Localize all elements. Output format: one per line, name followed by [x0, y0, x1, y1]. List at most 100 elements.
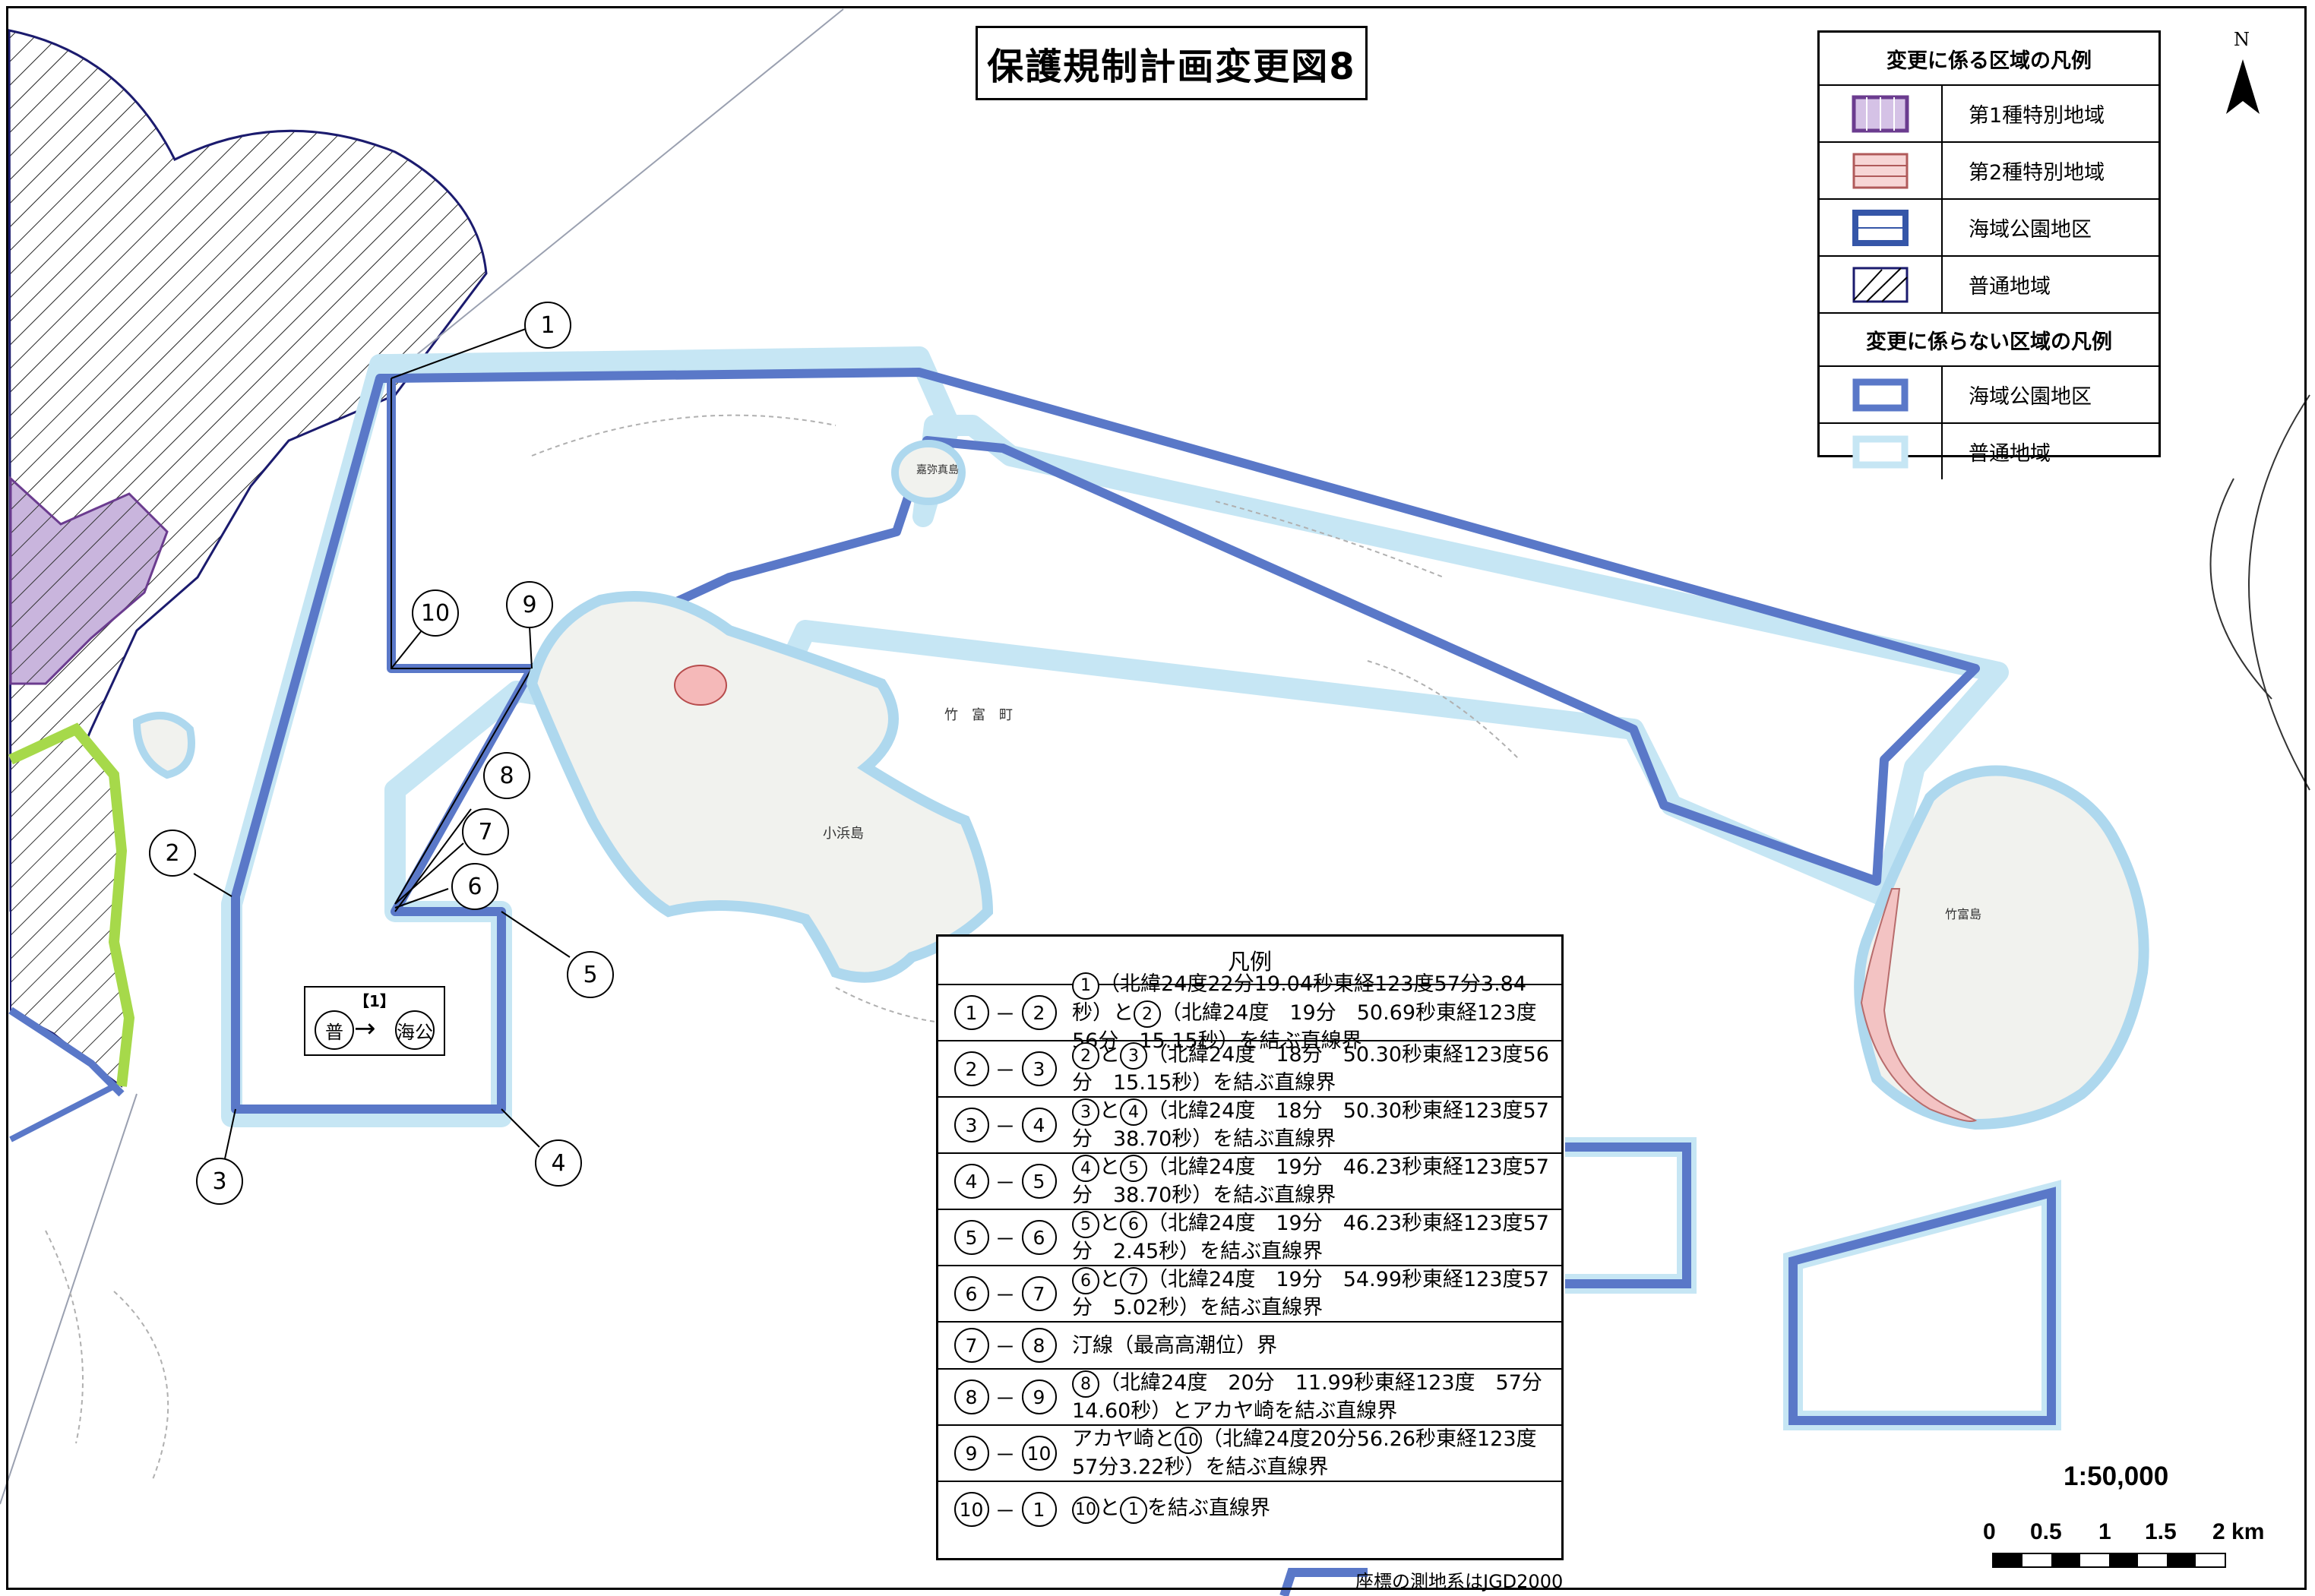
description-text: （北緯24度 19分 50.69秒東経123度56分 15.15秒）を結ぶ直線界 [1072, 1000, 1537, 1054]
west-land [8, 29, 488, 1142]
pond-area [674, 665, 727, 706]
taketomi-island [1854, 765, 2149, 1130]
change-to: 海公 [395, 1010, 435, 1050]
pair-to: 1 [1021, 1492, 1057, 1527]
blue-outline-icon [1852, 378, 1909, 411]
pair-to: 5 [1021, 1164, 1057, 1199]
pair-dash: － [995, 1500, 1016, 1524]
pair-from: 10 [954, 1492, 989, 1527]
pair-from: 3 [954, 1108, 989, 1142]
pair-dash: － [995, 1335, 1016, 1360]
inline-point-marker: 8 [1072, 1370, 1099, 1398]
legend-label-ordinary: 普通地域 [1969, 275, 2051, 299]
scale-tick-1: 0.5 [2030, 1519, 2062, 1544]
marker-5: 5 [567, 951, 614, 998]
pair-to: 2 [1021, 995, 1057, 1030]
marker-8: 8 [483, 752, 530, 799]
description-text: アカヤ崎と [1072, 1427, 1175, 1451]
pair-dash: － [995, 1171, 1016, 1196]
boundary-description: 汀線（最高高潮位）界 [1072, 1332, 1561, 1359]
inline-point-marker: 7 [1120, 1267, 1147, 1295]
inline-point-marker: 3 [1120, 1042, 1147, 1070]
pair-from: 8 [954, 1380, 989, 1414]
description-text: を結ぶ直線界 [1147, 1496, 1270, 1521]
inline-point-marker: 4 [1072, 1155, 1099, 1183]
place-kayama: 嘉弥真島 [916, 464, 959, 476]
pair-dash: － [995, 1443, 1016, 1468]
legend-changed-heading: 変更に係る区域の凡例 [1820, 33, 2158, 86]
legend-label-class2: 第2種特別地域 [1969, 161, 2105, 185]
north-label: N [2234, 29, 2250, 50]
scale-bar [1992, 1553, 2226, 1568]
north-arrow: N [2219, 29, 2272, 120]
pair-from: 4 [954, 1164, 989, 1199]
boundary-legend-heading: 凡例 [938, 937, 1561, 985]
legend-row-class1: 第1種特別地域 [1820, 86, 2158, 143]
pair-dash: － [995, 1115, 1016, 1139]
boundary-pair: 2－3 [938, 1051, 1072, 1086]
map-title: 保護規制計画変更図8 [976, 26, 1368, 100]
arrow-right-icon: → [354, 1013, 376, 1044]
pair-to: 3 [1021, 1051, 1057, 1086]
inline-point-marker: 2 [1072, 1042, 1099, 1070]
legend-row-ordinary-unchanged: 普通地域 [1820, 424, 2158, 479]
description-text: （北緯24度 18分 50.30秒東経123度56分 15.15秒）を結ぶ直線界 [1072, 1042, 1549, 1095]
pair-dash: － [995, 1059, 1016, 1083]
legend-label-marine-park: 海域公園地区 [1969, 218, 2092, 242]
blue-outline-hatch-icon [1852, 209, 1909, 246]
pair-to: 10 [1021, 1436, 1057, 1471]
marker-6: 6 [451, 863, 498, 910]
inline-point-marker: 1 [1072, 972, 1099, 1000]
inline-point-marker: 2 [1134, 1000, 1161, 1028]
description-text: 汀線（最高高潮位）界 [1072, 1333, 1277, 1357]
boundary-pair: 6－7 [938, 1276, 1072, 1311]
legend-unchanged-heading: 変更に係らない区域の凡例 [1820, 314, 2158, 367]
description-text: （北緯24度 19分 46.23秒東経123度57分 38.70秒）を結ぶ直線界 [1072, 1155, 1549, 1208]
pair-from: 2 [954, 1051, 989, 1086]
boundary-pair: 3－4 [938, 1108, 1072, 1142]
description-text: と [1099, 1155, 1120, 1179]
scale-tick-3: 1.5 [2145, 1519, 2177, 1544]
marker-1: 1 [524, 302, 571, 349]
kohama-island [526, 591, 994, 983]
pair-to: 8 [1021, 1328, 1057, 1363]
description-text: （北緯24度 20分 11.99秒東経123度 57分14.60秒）とアカヤ崎を… [1072, 1370, 1542, 1424]
description-text: （北緯24度22分19.04秒東経123度57分3.84秒）と [1072, 972, 1527, 1025]
pair-to: 7 [1021, 1276, 1057, 1311]
legend-label-class1: 第1種特別地域 [1969, 104, 2105, 128]
pair-dash: － [995, 1228, 1016, 1252]
description-text: と [1099, 1496, 1120, 1521]
boundary-pair: 8－9 [938, 1380, 1072, 1414]
place-kohama: 小浜島 [823, 826, 864, 842]
description-text: と [1099, 1042, 1120, 1067]
pair-dash: － [995, 1003, 1016, 1027]
inline-point-marker: 10 [1072, 1496, 1099, 1524]
pair-to: 4 [1021, 1108, 1057, 1142]
place-taketomi-island: 竹富島 [1945, 907, 1982, 921]
purple-vertical-hatch-icon [1852, 95, 1909, 132]
scale-tick-0: 0 [1983, 1519, 1996, 1544]
boundary-pair: 7－8 [938, 1328, 1072, 1363]
marker-7: 7 [462, 808, 509, 855]
boundary-pair: 9－10 [938, 1436, 1072, 1471]
scale-ratio: 1:50,000 [2064, 1462, 2169, 1491]
marine-park-boundary [391, 368, 1980, 886]
boundary-pair: 5－6 [938, 1220, 1072, 1255]
pair-to: 9 [1021, 1380, 1057, 1414]
scale-tick-4: 2 km [2212, 1519, 2265, 1544]
legend-row-marine-park-unchanged: 海域公園地区 [1820, 367, 2158, 424]
boundary-pair: 4－5 [938, 1164, 1072, 1199]
